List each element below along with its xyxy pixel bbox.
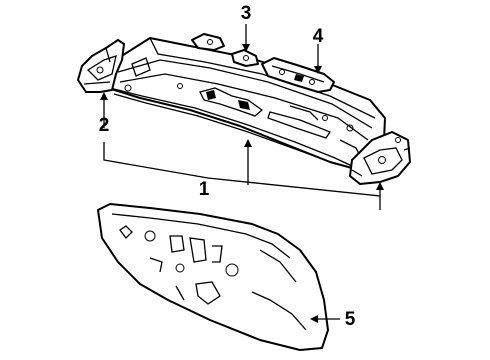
cowl-top-panel bbox=[107, 37, 386, 169]
leader-lines bbox=[100, 24, 384, 323]
small-bracket bbox=[191, 33, 259, 67]
callout-3: 3 bbox=[241, 3, 252, 24]
right-end-bracket bbox=[349, 131, 411, 185]
callout-5: 5 bbox=[345, 309, 356, 330]
reinforcement-bracket bbox=[261, 57, 335, 93]
callout-4: 4 bbox=[313, 26, 324, 47]
callout-1: 1 bbox=[199, 179, 210, 200]
callout-2: 2 bbox=[99, 115, 110, 136]
dash-panel bbox=[97, 203, 329, 351]
side-bracket bbox=[77, 39, 125, 93]
